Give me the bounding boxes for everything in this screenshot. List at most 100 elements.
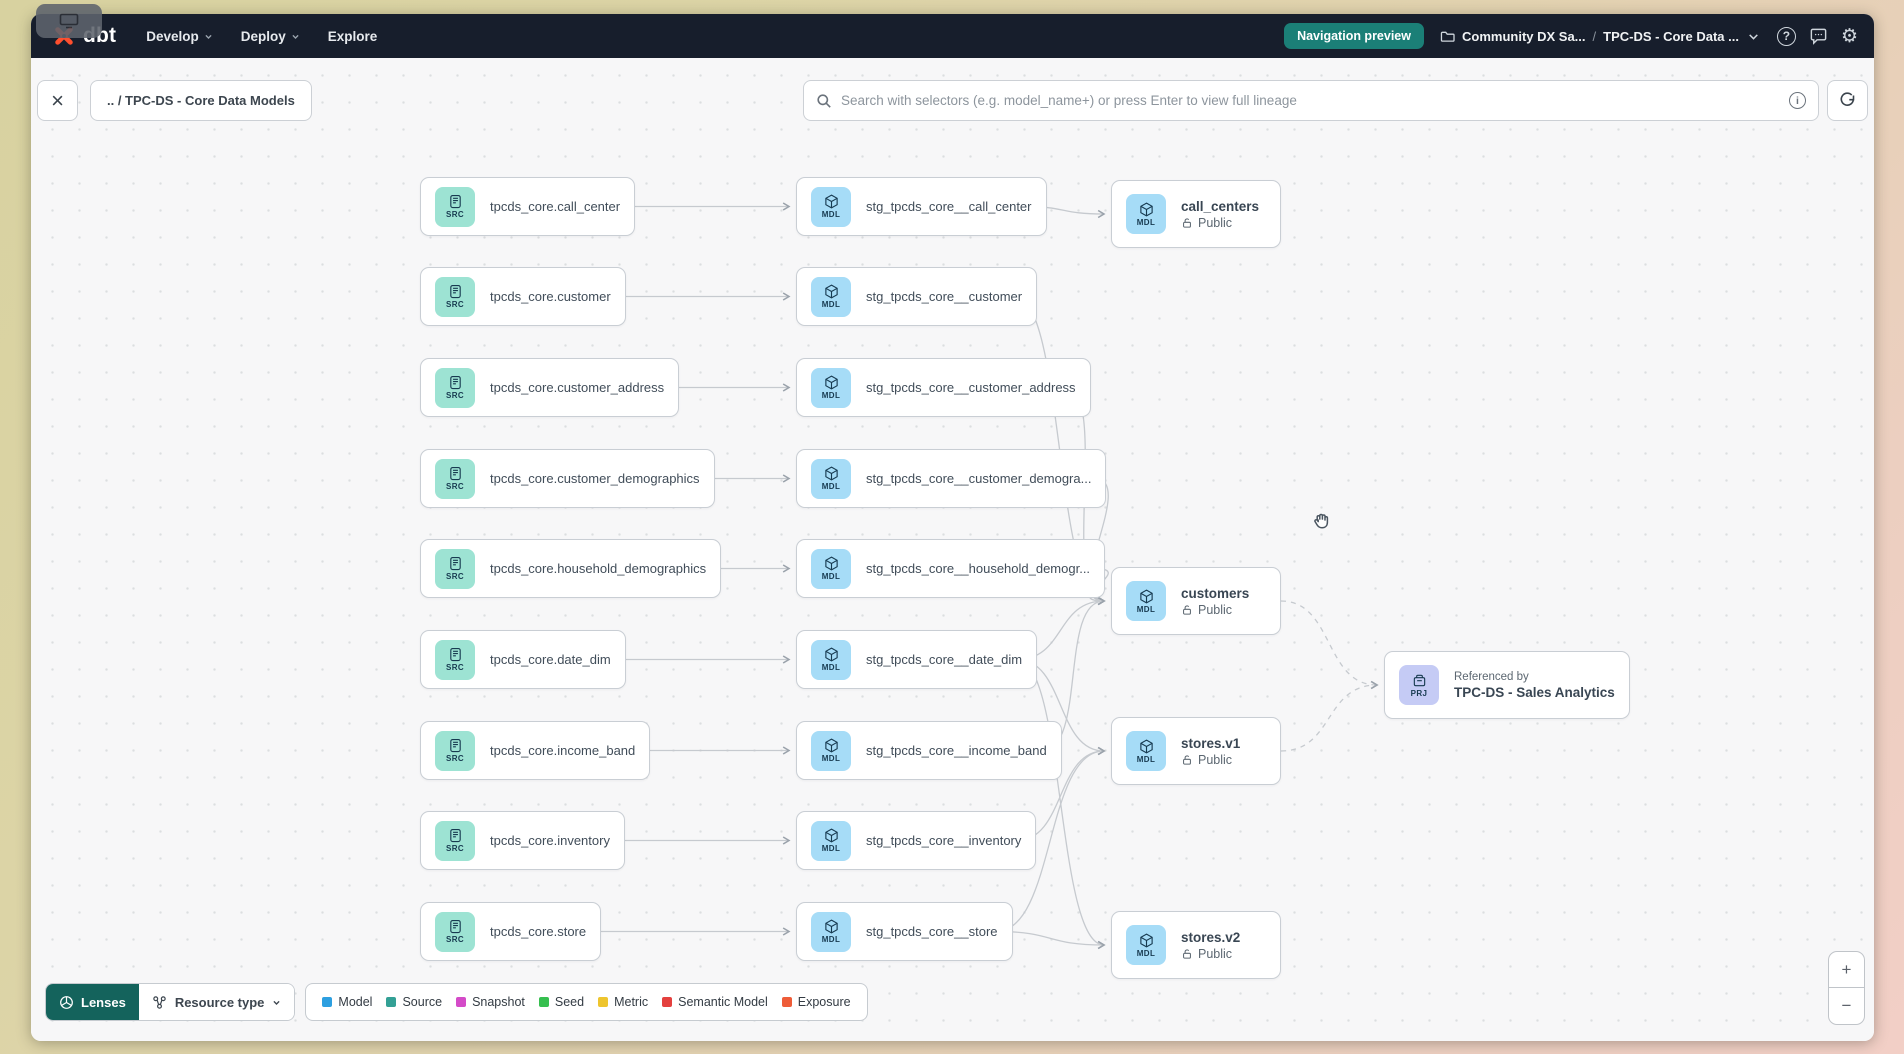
graph-node-pub_stores_v1[interactable]: MDL stores.v1 Public <box>1111 717 1281 785</box>
node-badge: SRC <box>445 391 465 400</box>
graph-node-pub_customers[interactable]: MDL customers Public <box>1111 567 1281 635</box>
node-type-icon: MDL <box>811 458 851 499</box>
node-label: stg_tpcds_core__call_center <box>866 199 1032 214</box>
refresh-button[interactable] <box>1827 80 1868 121</box>
graph-node-stg_call_center[interactable]: MDL stg_tpcds_core__call_center <box>796 177 1047 236</box>
folder-icon <box>1440 31 1455 42</box>
zoom-in-button[interactable]: + <box>1829 952 1864 988</box>
graph-node-prj_sales_analytics[interactable]: PRJ Referenced by TPC-DS - Sales Analyti… <box>1384 651 1630 719</box>
database-icon <box>449 647 461 662</box>
graph-node-stg_date_dim[interactable]: MDL stg_tpcds_core__date_dim <box>796 630 1038 689</box>
edge-pub_stores_v1-to-prj_sales_analytics <box>1280 680 1379 752</box>
chevron-down-icon[interactable] <box>1746 30 1761 43</box>
graph-node-pub_call_centers[interactable]: MDL call_centers Public <box>1111 180 1281 248</box>
monitor-icon <box>59 13 79 29</box>
graph-node-src_store[interactable]: SRC tpcds_core.store <box>420 902 602 961</box>
legend-label: Model <box>338 995 373 1009</box>
cube-icon <box>824 919 838 934</box>
graph-node-stg_store[interactable]: MDL stg_tpcds_core__store <box>796 902 1013 961</box>
menu-item-label: Develop <box>146 28 199 44</box>
feedback-icon[interactable] <box>1809 27 1828 46</box>
close-button[interactable]: × <box>37 80 78 121</box>
legend-item: Exposure <box>781 995 851 1009</box>
database-icon <box>449 375 461 390</box>
cube-icon <box>1139 201 1153 217</box>
breadcrumb[interactable]: Community DX Sa... / TPC-DS - Core Data … <box>1440 29 1761 44</box>
legend-item: Model <box>322 995 372 1009</box>
cube-icon <box>824 375 838 390</box>
graph-node-src_customer_demographics[interactable]: SRC tpcds_core.customer_demographics <box>420 449 715 508</box>
node-badge: MDL <box>1136 604 1156 614</box>
lineage-canvas[interactable]: × .. / TPC-DS - Core Data Models i <box>31 58 1874 1041</box>
cube-icon <box>1139 932 1153 948</box>
lineage-breadcrumb-chip[interactable]: .. / TPC-DS - Core Data Models <box>90 80 312 121</box>
graph-node-stg_customer_address[interactable]: MDL stg_tpcds_core__customer_address <box>796 358 1091 417</box>
graph-node-src_date_dim[interactable]: SRC tpcds_core.date_dim <box>420 630 626 689</box>
edge-stg_store-to-pub_stores_v2 <box>995 930 1106 950</box>
zoom-controls: + − <box>1828 951 1865 1025</box>
node-text: tpcds_core.call_center <box>490 199 620 214</box>
help-icon[interactable]: ? <box>1776 26 1796 46</box>
menu-item-deploy[interactable]: Deploy <box>241 29 300 44</box>
node-type-icon: SRC <box>435 458 475 499</box>
database-icon <box>449 919 461 934</box>
search-input[interactable] <box>841 93 1780 108</box>
legend-label: Metric <box>614 995 649 1009</box>
legend-label: Source <box>402 995 443 1009</box>
graph-node-stg_customer_demographics[interactable]: MDL stg_tpcds_core__customer_demogra... <box>796 449 1107 508</box>
lenses-button[interactable]: Lenses <box>46 984 139 1020</box>
zoom-out-button[interactable]: − <box>1841 996 1852 1015</box>
legend-swatch <box>538 997 549 1007</box>
chevron-down-icon <box>273 1000 281 1005</box>
node-label: tpcds_core.inventory <box>490 833 610 848</box>
info-icon[interactable]: i <box>1789 92 1806 109</box>
graph-node-stg_inventory[interactable]: MDL stg_tpcds_core__inventory <box>796 811 1037 870</box>
graph-node-src_income_band[interactable]: SRC tpcds_core.income_band <box>420 721 651 780</box>
node-badge: SRC <box>445 210 465 219</box>
cube-icon <box>824 738 838 753</box>
node-type-icon: SRC <box>435 730 475 771</box>
node-text: stg_tpcds_core__date_dim <box>866 652 1022 667</box>
node-badge: SRC <box>445 935 465 944</box>
app-window: dbt Develop Deploy Explore Navigation pr… <box>31 14 1874 1041</box>
graph-node-src_household_demographics[interactable]: SRC tpcds_core.household_demographics <box>420 539 722 598</box>
edge-pub_customers-to-prj_sales_analytics <box>1280 600 1379 690</box>
node-text: tpcds_core.income_band <box>490 743 635 758</box>
cube-icon <box>824 828 838 843</box>
node-text: tpcds_core.store <box>490 924 586 939</box>
menu-item-explore[interactable]: Explore <box>328 29 378 44</box>
node-badge: MDL <box>821 754 841 763</box>
resource-type-button[interactable]: Resource type <box>138 984 295 1020</box>
graph-node-src_customer_address[interactable]: SRC tpcds_core.customer_address <box>420 358 680 417</box>
legend-swatch <box>781 997 792 1007</box>
legend-item: Metric <box>598 995 648 1009</box>
node-type-icon: MDL <box>811 548 851 589</box>
node-badge: MDL <box>821 935 841 944</box>
lineage-search-box[interactable]: i <box>803 80 1819 121</box>
node-type-icon: MDL <box>1126 194 1166 234</box>
node-label: stg_tpcds_core__inventory <box>866 833 1022 848</box>
graph-node-stg_household_demographics[interactable]: MDL stg_tpcds_core__household_demogr... <box>796 539 1106 598</box>
node-badge: MDL <box>821 210 841 219</box>
node-label: stg_tpcds_core__customer_address <box>866 380 1076 395</box>
legend-item: Source <box>386 995 442 1009</box>
graph-node-stg_customer[interactable]: MDL stg_tpcds_core__customer <box>796 267 1038 326</box>
cube-icon <box>824 556 838 571</box>
graph-node-src_inventory[interactable]: SRC tpcds_core.inventory <box>420 811 625 870</box>
node-label: tpcds_core.customer <box>490 289 611 304</box>
menu-item-develop[interactable]: Develop <box>146 29 213 44</box>
node-text: stg_tpcds_core__store <box>866 924 998 939</box>
lens-group: Lenses Resource type <box>45 983 296 1021</box>
lens-icon <box>60 995 73 1009</box>
navigation-preview-badge[interactable]: Navigation preview <box>1284 23 1424 49</box>
breadcrumb-project[interactable]: Community DX Sa... <box>1462 28 1586 44</box>
node-access: Public <box>1181 947 1240 961</box>
node-text: stg_tpcds_core__income_band <box>866 743 1047 758</box>
graph-node-stg_income_band[interactable]: MDL stg_tpcds_core__income_band <box>796 721 1062 780</box>
graph-node-src_customer[interactable]: SRC tpcds_core.customer <box>420 267 626 326</box>
breadcrumb-page[interactable]: TPC-DS - Core Data ... <box>1603 28 1739 44</box>
cube-icon <box>824 284 838 299</box>
gear-icon[interactable]: ⚙ <box>1840 25 1858 47</box>
graph-node-pub_stores_v2[interactable]: MDL stores.v2 Public <box>1111 911 1281 979</box>
graph-node-src_call_center[interactable]: SRC tpcds_core.call_center <box>420 177 636 236</box>
